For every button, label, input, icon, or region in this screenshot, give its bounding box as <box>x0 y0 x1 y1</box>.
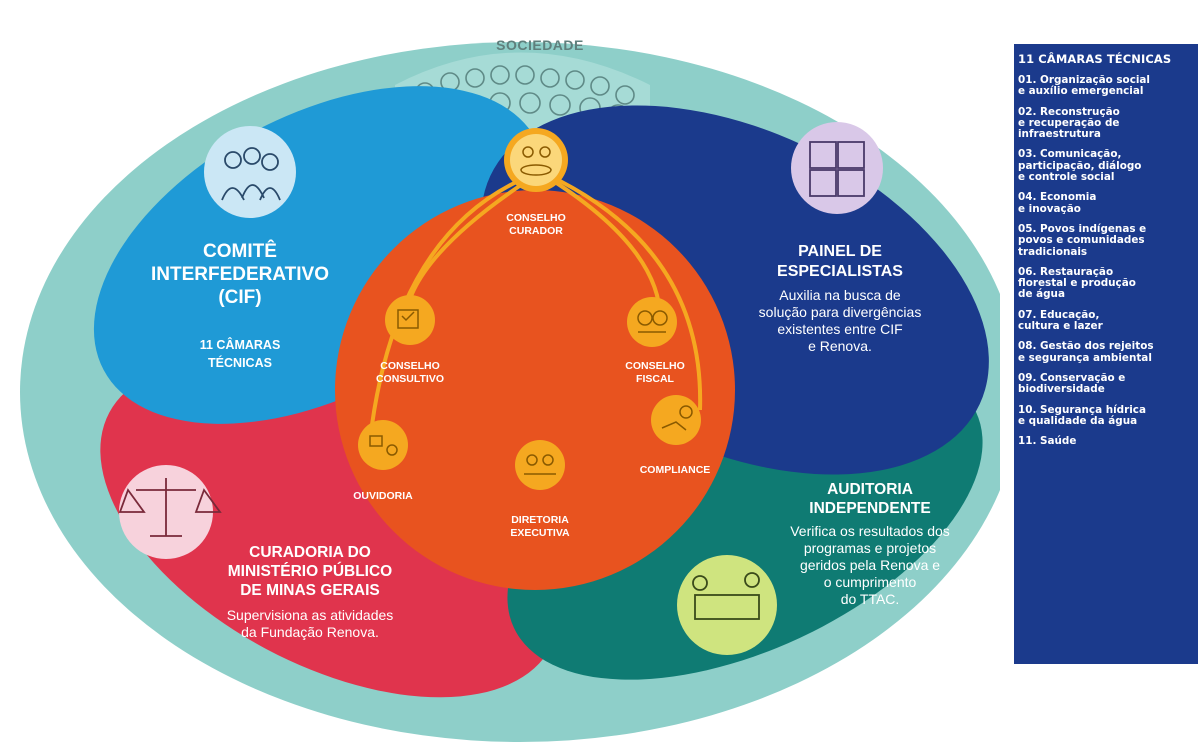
compliance-label: COMPLIANCE <box>639 464 711 476</box>
ouvidoria-label: OUVIDORIA <box>353 490 413 502</box>
curadoria-description: Supervisiona as atividades da Fundação R… <box>190 607 430 641</box>
painel-description: Auxilia na busca de solução para divergê… <box>735 287 945 355</box>
cif-people-icon <box>204 126 296 218</box>
camara-item-05: 05. Povos indígenas e povos e comunidade… <box>1018 222 1147 258</box>
curadoria-title-line3: DE MINAS GERAIS <box>240 582 380 599</box>
renova-circle <box>335 190 735 590</box>
curadoria-desc-line1: Supervisiona as atividades <box>226 607 394 623</box>
camara-item-11: 11. Saúde <box>1018 435 1077 448</box>
auditoria-desc-line5: do TTAC. <box>840 591 900 607</box>
conselho-consultivo-line1: CONSELHO <box>380 360 440 372</box>
ouvidoria-icon <box>358 420 408 470</box>
auditoria-title-line2: INDEPENDENTE <box>809 500 931 517</box>
diretoria-line1: DIRETORIA <box>511 514 569 526</box>
painel-title: PAINEL DE ESPECIALISTAS <box>745 242 935 282</box>
camara-item-07: 07. Educação, cultura e lazer <box>1018 308 1103 333</box>
conselho-fiscal-line1: CONSELHO <box>625 360 685 372</box>
camara-item-06: 06. Restauração florestal e produção de … <box>1018 265 1136 301</box>
society-label: SOCIEDADE <box>496 37 584 53</box>
cif-subtitle: 11 CÂMARAS TÉCNICAS <box>160 336 320 372</box>
painel-desc-line2: solução para divergências <box>758 304 922 320</box>
curadoria-title: CURADORIA DO MINISTÉRIO PÚBLICO DE MINAS… <box>195 543 425 600</box>
conselho-curador-icon <box>504 128 568 192</box>
auditoria-description: Verifica os resultados dos programas e p… <box>760 523 980 608</box>
cif-title: COMITÊ INTERFEDERATIVO (CIF) <box>140 240 340 309</box>
camara-item-04: 04. Economia e inovação <box>1018 191 1097 215</box>
camara-item-08: 08. Gestão dos rejeitos e segurança ambi… <box>1018 340 1154 364</box>
conselho-fiscal-label: CONSELHO FISCAL <box>595 360 715 386</box>
conselho-fiscal-icon <box>627 297 677 347</box>
conselho-consultivo-label: CONSELHO CONSULTIVO <box>350 360 470 386</box>
painel-title-line2: ESPECIALISTAS <box>777 263 903 280</box>
curadoria-title-line2: MINISTÉRIO PÚBLICO <box>227 563 393 580</box>
camaras-panel-title: 11 CÂMARAS TÉCNICAS <box>1018 52 1172 66</box>
cif-title-line3: (CIF) <box>218 287 262 308</box>
conselho-consultivo-icon <box>385 295 435 345</box>
cif-sub-line1: 11 CÂMARAS <box>199 338 281 352</box>
diretoria-executiva-icon <box>515 440 565 490</box>
cif-title-line2: INTERFEDERATIVO <box>150 264 330 285</box>
auditoria-desc-line2: programas e projetos <box>803 540 937 556</box>
camara-item-01: 01. Organização social e auxílio emergen… <box>1018 74 1150 98</box>
conselho-consultivo-line2: CONSULTIVO <box>375 373 445 385</box>
conselho-curador-label: CONSELHO CURADOR <box>476 212 596 238</box>
governance-diagram <box>20 42 1000 742</box>
auditoria-desc-line4: o cumprimento <box>823 574 917 590</box>
compliance-icon <box>651 395 701 445</box>
painel-desc-line3: existentes entre CIF <box>777 321 903 337</box>
conselho-curador-line2: CURADOR <box>509 225 563 237</box>
curadoria-desc-line2: da Fundação Renova. <box>241 624 379 640</box>
camara-item-03: 03. Comunicação, participação, diálogo e… <box>1018 148 1142 184</box>
camaras-tecnicas-panel: 11 CÂMARAS TÉCNICAS 01. Organização soci… <box>1014 44 1198 664</box>
diretoria-executiva-label: DIRETORIA EXECUTIVA <box>480 514 600 540</box>
camara-item-10: 10. Segurança hídrica e qualidade da águ… <box>1018 403 1146 427</box>
painel-title-line1: PAINEL DE <box>798 243 882 260</box>
conselho-curador-line1: CONSELHO <box>506 212 566 224</box>
puzzle-icon <box>791 122 883 214</box>
conselho-fiscal-line2: FISCAL <box>636 373 674 385</box>
painel-desc-line4: e Renova. <box>808 338 872 354</box>
painel-desc-line1: Auxilia na busca de <box>779 287 901 303</box>
audit-people-icon <box>677 555 777 655</box>
auditoria-desc-line3: geridos pela Renova e <box>799 557 941 573</box>
cif-title-line1: COMITÊ <box>203 241 277 262</box>
diretoria-line2: EXECUTIVA <box>510 527 570 539</box>
auditoria-desc-line1: Verifica os resultados dos <box>790 523 950 539</box>
camara-item-02: 02. Reconstrução e recuperação de infrae… <box>1018 105 1120 141</box>
scales-of-justice-icon <box>118 465 222 559</box>
cif-sub-line2: TÉCNICAS <box>208 356 272 370</box>
auditoria-title: AUDITORIA INDEPENDENTE <box>780 480 960 518</box>
auditoria-title-line1: AUDITORIA <box>827 481 913 498</box>
camara-item-09: 09. Conservação e biodiversidade <box>1018 371 1126 396</box>
curadoria-title-line1: CURADORIA DO <box>249 544 371 561</box>
